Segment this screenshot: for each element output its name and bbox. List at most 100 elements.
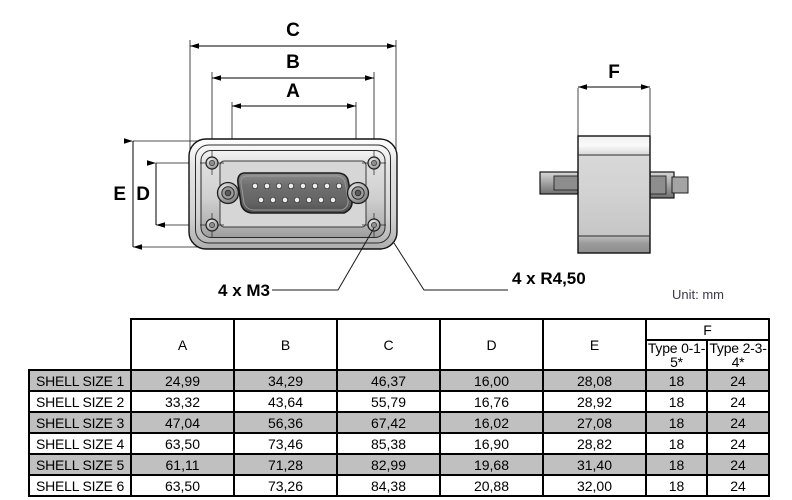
dsub-pin-row-top [251, 182, 343, 190]
cell-f-type-2-3-4: 24 [706, 453, 770, 476]
cell-e: 28,82 [542, 432, 647, 455]
cell-f-type-2-3-4: 24 [706, 390, 770, 413]
specification-table-container: A B C D E F Type 0-1-5* Type 2-3-4* SHEL… [28, 318, 770, 497]
row-label-shell-size-5: SHELL SIZE 5 [28, 453, 132, 476]
column-header-f-type-2-3-4: Type 2-3-4* [706, 339, 770, 371]
technical-drawing: C B A E D [113, 20, 724, 302]
mounting-hole-top-left [200, 151, 224, 175]
cell-f-type-0-1-5: 18 [645, 411, 708, 434]
dimension-c: C [190, 20, 396, 49]
row-label-shell-size-4: SHELL SIZE 4 [28, 432, 132, 455]
dimension-a: A [232, 81, 356, 109]
dimension-f: F [578, 62, 650, 90]
dimension-c-label: C [286, 20, 300, 41]
cell-e: 32,00 [542, 474, 647, 497]
callout-thread-label: 4 x M3 [218, 281, 270, 300]
cell-b: 73,46 [233, 432, 338, 455]
column-header-d: D [439, 318, 544, 371]
row-label-shell-size-6: SHELL SIZE 6 [28, 474, 132, 497]
cell-c: 46,37 [336, 369, 441, 392]
table-header: A B C D E F Type 0-1-5* Type 2-3-4* [29, 318, 770, 371]
cell-b: 56,36 [233, 411, 338, 434]
table-row: SHELL SIZE 6 63,50 73,26 84,38 20,88 32,… [28, 474, 770, 497]
mounting-hole-top-right [362, 151, 386, 175]
dimension-f-label: F [608, 62, 620, 83]
table-row: SHELL SIZE 1 24,99 34,29 46,37 16,00 28,… [28, 369, 770, 392]
corner-blank-cell [29, 319, 131, 370]
side-extension-lines [577, 88, 651, 136]
cell-f-type-2-3-4: 24 [706, 474, 770, 497]
dimension-b: B [212, 52, 374, 81]
cell-d: 16,00 [439, 369, 544, 392]
cell-b: 43,64 [233, 390, 338, 413]
cell-e: 27,08 [542, 411, 647, 434]
column-header-f-group: F [645, 318, 770, 341]
cell-d: 20,88 [439, 474, 544, 497]
callout-radius-label: 4 x R4,50 [512, 269, 586, 288]
connector-front-body [188, 138, 398, 250]
table-body: SHELL SIZE 1 24,99 34,29 46,37 16,00 28,… [28, 369, 770, 497]
table-row: SHELL SIZE 3 47,04 56,36 67,42 16,02 27,… [28, 411, 770, 434]
cell-f-type-0-1-5: 18 [645, 453, 708, 476]
cell-d: 19,68 [439, 453, 544, 476]
unit-note: Unit: mm [672, 287, 724, 302]
cell-c: 82,99 [336, 453, 441, 476]
side-body [577, 135, 651, 254]
row-label-shell-size-3: SHELL SIZE 3 [28, 411, 132, 434]
cell-e: 28,92 [542, 390, 647, 413]
cell-d: 16,90 [439, 432, 544, 455]
cell-b: 71,28 [233, 453, 338, 476]
cell-f-type-0-1-5: 18 [645, 432, 708, 455]
side-jackscrew-right [649, 171, 689, 199]
cell-c: 55,79 [336, 390, 441, 413]
side-view: F [539, 62, 689, 254]
flange-inner-outline-1 [195, 144, 391, 244]
cell-d: 16,02 [439, 411, 544, 434]
table-header-row-2: Type 0-1-5* Type 2-3-4* [29, 339, 770, 371]
cell-e: 31,40 [542, 453, 647, 476]
dimension-b-label: B [286, 52, 300, 73]
callout-leaders [272, 227, 508, 291]
specification-table: A B C D E F Type 0-1-5* Type 2-3-4* SHEL… [28, 318, 770, 497]
cell-e: 28,08 [542, 369, 647, 392]
cell-a: 63,50 [130, 432, 235, 455]
column-header-a: A [130, 318, 235, 371]
cell-b: 34,29 [233, 369, 338, 392]
cell-a: 47,04 [130, 411, 235, 434]
dsub-pin-row-bottom [257, 196, 337, 204]
dsub-shell [237, 172, 353, 214]
column-header-e: E [542, 318, 647, 371]
side-jackscrew-left [539, 171, 579, 195]
dsub-shell-highlight [240, 175, 349, 211]
table-header-row-1: A B C D E F [29, 318, 770, 371]
jackscrew-left [216, 181, 240, 205]
column-header-f-type-0-1-5: Type 0-1-5* [645, 339, 708, 371]
cell-f-type-0-1-5: 18 [645, 390, 708, 413]
dimension-e: E [113, 138, 142, 250]
cell-a: 24,99 [130, 369, 235, 392]
row-label-shell-size-2: SHELL SIZE 2 [28, 390, 132, 413]
column-header-c: C [336, 318, 441, 371]
row-label-shell-size-1: SHELL SIZE 1 [28, 369, 132, 392]
table-row: SHELL SIZE 5 61,11 71,28 82,99 19,68 31,… [28, 453, 770, 476]
dimension-e-label: E [113, 184, 126, 205]
cell-c: 84,38 [336, 474, 441, 497]
column-header-b: B [233, 318, 338, 371]
cell-a: 63,50 [130, 474, 235, 497]
cell-f-type-2-3-4: 24 [706, 411, 770, 434]
dimension-d: D [136, 160, 165, 228]
jackscrew-right [346, 181, 370, 205]
cell-c: 85,38 [336, 432, 441, 455]
cell-d: 16,76 [439, 390, 544, 413]
cell-c: 67,42 [336, 411, 441, 434]
cell-f-type-2-3-4: 24 [706, 369, 770, 392]
dimension-d-label: D [136, 184, 150, 205]
cell-b: 73,26 [233, 474, 338, 497]
front-view: C B A E D [113, 20, 585, 300]
cell-a: 33,32 [130, 390, 235, 413]
cell-f-type-0-1-5: 18 [645, 474, 708, 497]
cell-f-type-0-1-5: 18 [645, 369, 708, 392]
mounting-hole-bottom-left [200, 213, 224, 237]
mounting-hole-bottom-right [362, 213, 386, 237]
